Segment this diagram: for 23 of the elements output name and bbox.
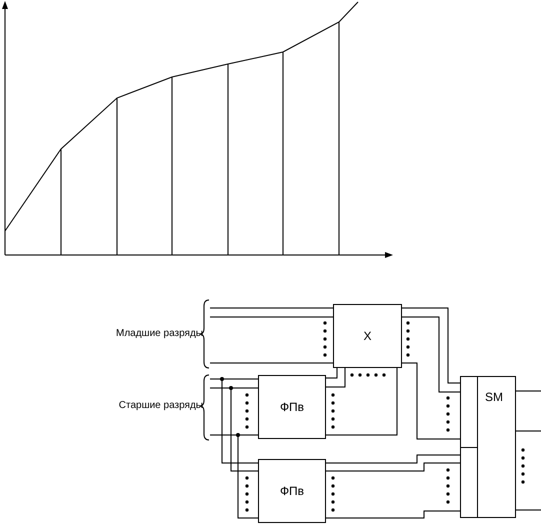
wire bbox=[326, 368, 338, 378]
wire bbox=[210, 362, 334, 364]
adder-block bbox=[460, 376, 516, 518]
function-block: ФПв bbox=[258, 459, 326, 523]
bit-group-label: Младшие разряды bbox=[95, 326, 203, 342]
wire bbox=[516, 390, 541, 392]
function-block: X bbox=[333, 304, 402, 368]
wire bbox=[326, 510, 460, 518]
wire bbox=[210, 388, 258, 472]
wire bbox=[516, 430, 541, 432]
wire bbox=[402, 362, 460, 440]
wire bbox=[326, 454, 460, 464]
wire bbox=[210, 316, 334, 318]
wire bbox=[402, 308, 460, 384]
function-block: ФПв bbox=[258, 375, 326, 439]
wire bbox=[326, 368, 346, 388]
wire bbox=[210, 378, 258, 464]
wire bbox=[402, 316, 460, 392]
bit-group-label: Старшие разряды bbox=[95, 398, 203, 414]
wire bbox=[326, 462, 460, 472]
wire bbox=[210, 434, 258, 518]
block-label: SM bbox=[485, 389, 503, 405]
wire bbox=[326, 368, 398, 436]
